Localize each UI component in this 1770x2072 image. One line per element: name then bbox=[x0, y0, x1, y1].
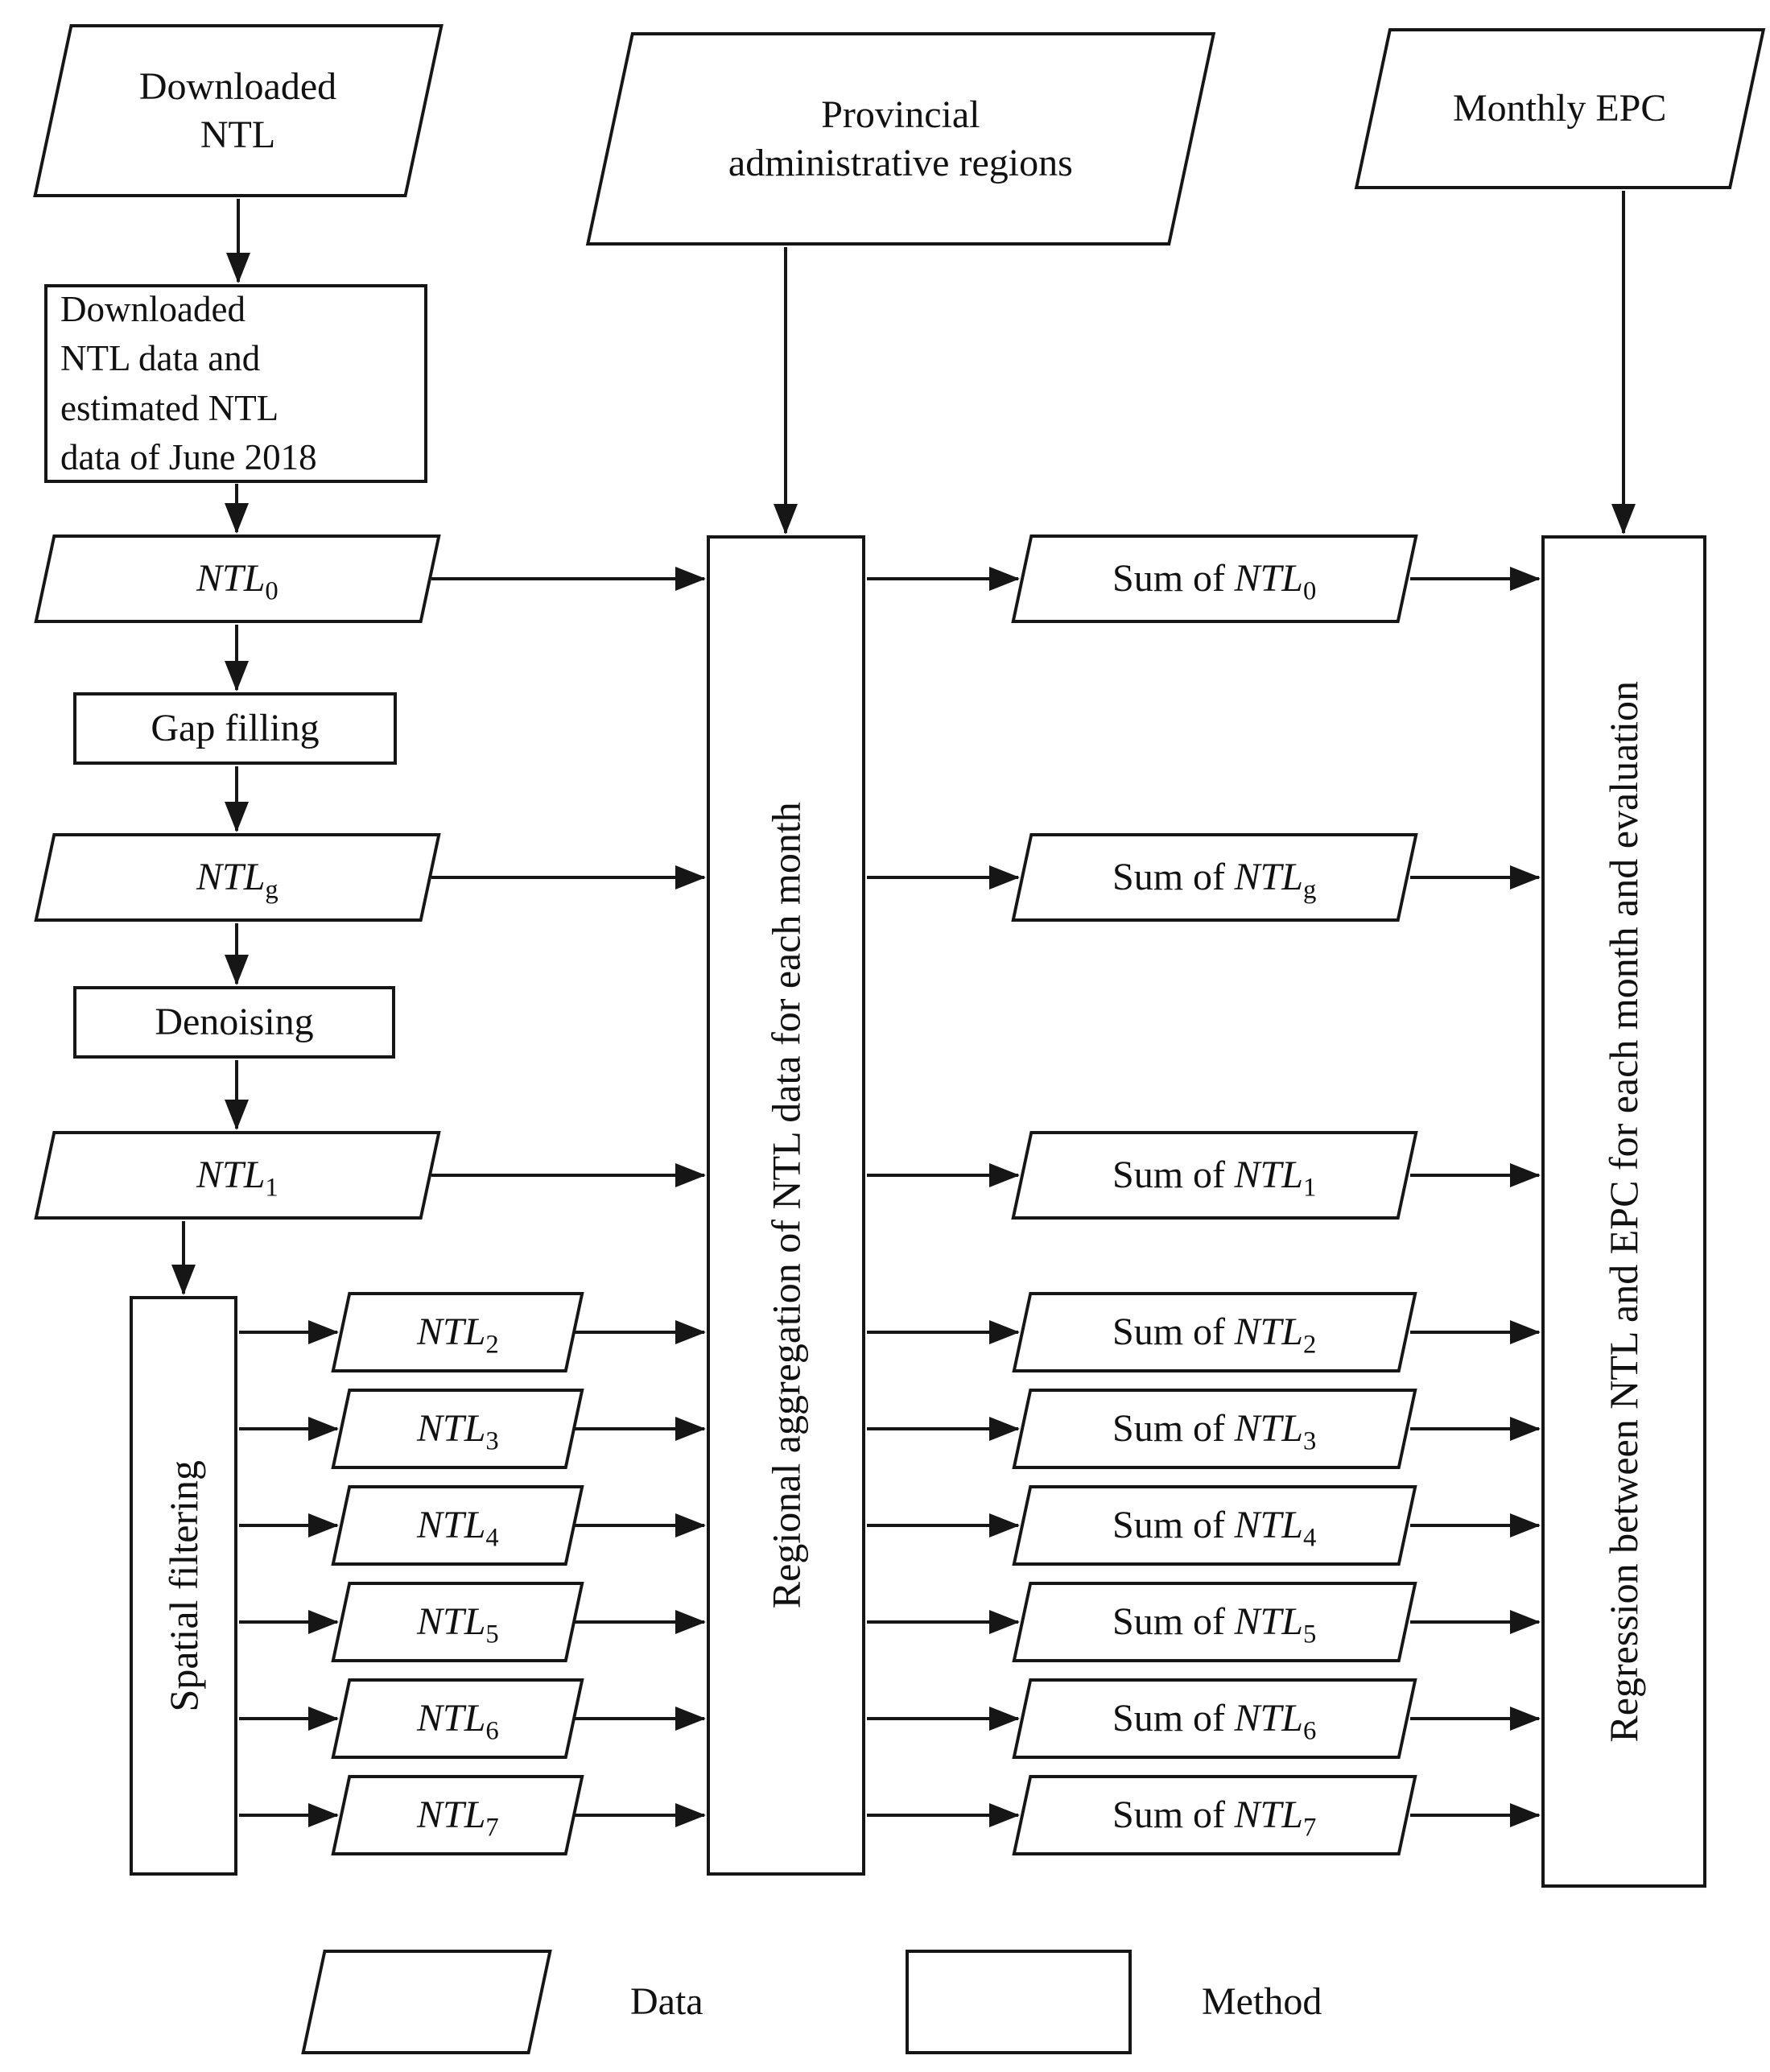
node-regression: Regression between NTL and EPC for each … bbox=[1541, 535, 1706, 1888]
node-label: NTL bbox=[1234, 1600, 1304, 1643]
node-ntlg: NTLg bbox=[34, 833, 441, 922]
node-label: NTL bbox=[200, 113, 276, 156]
node-provincial-regions: Provincial administrative regions bbox=[585, 32, 1216, 246]
node-label: NTL bbox=[1234, 1504, 1304, 1546]
node-regional-aggregation: Regional aggregation of NTL data for eac… bbox=[707, 535, 865, 1876]
node-label: NTL data and bbox=[60, 338, 261, 379]
node-label: NTL bbox=[1234, 856, 1304, 898]
node-label: NTL bbox=[1234, 1310, 1304, 1353]
node-subscript: 0 bbox=[1303, 576, 1317, 606]
node-subscript: 4 bbox=[1303, 1523, 1317, 1553]
node-ntl1: NTL1 bbox=[34, 1131, 441, 1220]
node-label: NTL bbox=[1234, 1697, 1304, 1740]
node-label: Regression between NTL and EPC for each … bbox=[1601, 680, 1647, 1743]
node-downloaded-ntl: Downloaded NTL bbox=[33, 24, 444, 197]
node-gap-filling: Gap filling bbox=[73, 692, 397, 765]
node-subscript: g bbox=[265, 875, 278, 905]
node-spatial-filtering: Spatial filtering bbox=[130, 1296, 237, 1876]
node-subscript: 3 bbox=[1303, 1426, 1317, 1456]
node-label: Denoising bbox=[155, 1001, 314, 1043]
node-label: administrative regions bbox=[728, 141, 1073, 184]
node-label: Sum of bbox=[1112, 1504, 1226, 1546]
node-download-box: Downloaded NTL data and estimated NTL da… bbox=[44, 284, 427, 483]
node-subscript: 6 bbox=[485, 1716, 499, 1746]
legend-method-label: Method bbox=[1202, 1980, 1322, 2023]
node-subscript: 4 bbox=[485, 1523, 499, 1553]
node-label: Sum of bbox=[1112, 1793, 1226, 1836]
node-label: NTL bbox=[196, 1154, 266, 1196]
node-subscript: 2 bbox=[485, 1330, 499, 1360]
node-label: Downloaded bbox=[60, 289, 245, 330]
legend-data-label: Data bbox=[630, 1980, 703, 2023]
node-subscript: 3 bbox=[485, 1426, 499, 1456]
node-subscript: 5 bbox=[1303, 1620, 1317, 1649]
node-subscript: 7 bbox=[485, 1813, 499, 1843]
node-label: NTL bbox=[1234, 1793, 1304, 1836]
node-label: NTL bbox=[416, 1407, 486, 1450]
node-label: Monthly EPC bbox=[1453, 87, 1667, 130]
node-label: Sum of bbox=[1112, 557, 1226, 600]
node-subscript: g bbox=[1303, 875, 1317, 905]
node-label: NTL bbox=[196, 557, 266, 600]
node-label: Sum of bbox=[1112, 1310, 1226, 1353]
node-label: Spatial filtering bbox=[160, 1459, 206, 1712]
node-label: Sum of bbox=[1112, 1407, 1226, 1450]
node-label: data of June 2018 bbox=[60, 436, 317, 477]
node-label: Regional aggregation of NTL data for eac… bbox=[763, 802, 809, 1609]
node-subscript: 0 bbox=[265, 576, 278, 606]
node-label: NTL bbox=[196, 856, 266, 898]
node-label: Provincial bbox=[821, 93, 980, 136]
node-label: NTL bbox=[416, 1600, 486, 1643]
node-subscript: 6 bbox=[1303, 1716, 1317, 1746]
legend-method-shape bbox=[906, 1950, 1132, 2054]
node-ntl7: NTL7 bbox=[331, 1775, 584, 1855]
node-label: estimated NTL bbox=[60, 387, 279, 428]
node-monthly-epc: Monthly EPC bbox=[1354, 28, 1766, 189]
node-subscript: 1 bbox=[1303, 1173, 1317, 1203]
node-label: Gap filling bbox=[151, 707, 320, 749]
node-label: NTL bbox=[416, 1697, 486, 1740]
node-subscript: 2 bbox=[1303, 1330, 1317, 1360]
node-label: Sum of bbox=[1112, 1154, 1226, 1196]
node-label: Sum of bbox=[1112, 856, 1226, 898]
node-subscript: 7 bbox=[1303, 1813, 1317, 1843]
node-label: NTL bbox=[416, 1504, 486, 1546]
node-label: Sum of bbox=[1112, 1697, 1226, 1740]
node-label: NTL bbox=[416, 1310, 486, 1353]
node-label: NTL bbox=[416, 1793, 486, 1836]
node-label: Sum of bbox=[1112, 1600, 1226, 1643]
node-ntl2: NTL2 bbox=[331, 1292, 584, 1372]
node-ntl3: NTL3 bbox=[331, 1389, 584, 1469]
node-denoising: Denoising bbox=[73, 986, 395, 1059]
node-ntl5: NTL5 bbox=[331, 1582, 584, 1662]
node-ntl6: NTL6 bbox=[331, 1678, 584, 1759]
legend-data-shape bbox=[301, 1950, 552, 2054]
node-subscript: 5 bbox=[485, 1620, 499, 1649]
node-label: NTL bbox=[1234, 557, 1304, 600]
node-label: Downloaded bbox=[139, 64, 337, 108]
node-label: NTL bbox=[1234, 1154, 1304, 1196]
node-subscript: 1 bbox=[265, 1173, 278, 1203]
node-label: NTL bbox=[1234, 1407, 1304, 1450]
node-ntl0: NTL0 bbox=[34, 535, 441, 623]
node-ntl4: NTL4 bbox=[331, 1485, 584, 1566]
